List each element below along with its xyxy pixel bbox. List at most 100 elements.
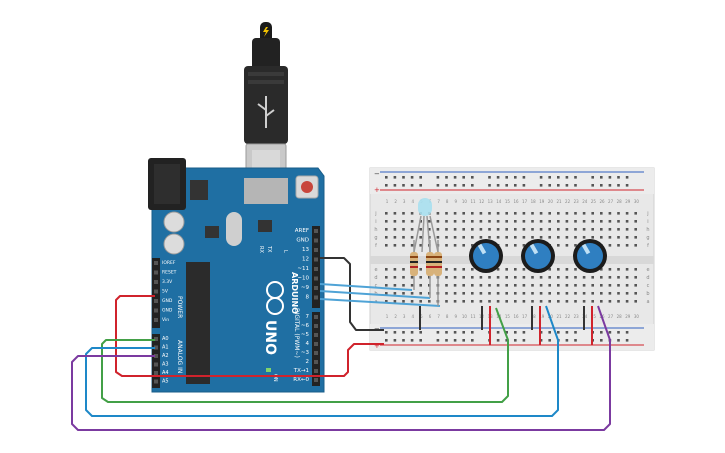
breadboard-hole[interactable] xyxy=(539,284,543,287)
breadboard-hole[interactable] xyxy=(385,331,388,334)
breadboard-hole[interactable] xyxy=(393,268,397,271)
breadboard-hole[interactable] xyxy=(479,228,483,231)
header-pin[interactable] xyxy=(314,257,318,262)
wire-signal-9[interactable] xyxy=(319,298,441,307)
header-pin[interactable] xyxy=(314,333,318,337)
breadboard-hole[interactable] xyxy=(496,268,500,271)
breadboard-hole[interactable] xyxy=(539,228,543,231)
breadboard-hole[interactable] xyxy=(634,212,637,215)
breadboard-hole[interactable] xyxy=(393,244,397,247)
breadboard-hole[interactable] xyxy=(393,339,397,342)
breadboard-hole[interactable] xyxy=(531,276,534,279)
breadboard-hole[interactable] xyxy=(488,276,491,279)
breadboard-hole[interactable] xyxy=(445,212,448,215)
breadboard-hole[interactable] xyxy=(514,300,517,303)
breadboard-hole[interactable] xyxy=(539,236,543,239)
breadboard-hole[interactable] xyxy=(479,284,483,287)
breadboard-hole[interactable] xyxy=(496,300,500,303)
breadboard-hole[interactable] xyxy=(617,268,620,271)
breadboard-hole[interactable] xyxy=(522,220,526,223)
header-pin[interactable] xyxy=(314,295,318,300)
breadboard-hole[interactable] xyxy=(617,176,620,179)
breadboard-hole[interactable] xyxy=(514,236,517,239)
breadboard-hole[interactable] xyxy=(531,300,534,303)
arduino-board[interactable]: ARDUINO UNO DIGITAL (PWM~) POWER ANALOG … xyxy=(148,158,325,393)
breadboard-hole[interactable] xyxy=(479,220,483,223)
breadboard-hole[interactable] xyxy=(402,176,405,179)
header-pin[interactable] xyxy=(154,371,158,375)
breadboard-hole[interactable] xyxy=(565,228,569,231)
breadboard-hole[interactable] xyxy=(539,292,543,295)
breadboard-hole[interactable] xyxy=(582,228,586,231)
breadboard-hole[interactable] xyxy=(574,176,577,179)
breadboard-hole[interactable] xyxy=(410,184,414,187)
breadboard-hole[interactable] xyxy=(617,184,620,187)
breadboard-hole[interactable] xyxy=(419,236,422,239)
breadboard-hole[interactable] xyxy=(471,339,474,342)
breadboard-hole[interactable] xyxy=(505,300,508,303)
header-pin[interactable] xyxy=(314,229,318,233)
breadboard-hole[interactable] xyxy=(393,212,397,215)
breadboard-hole[interactable] xyxy=(565,184,569,187)
breadboard-hole[interactable] xyxy=(410,176,414,179)
breadboard-hole[interactable] xyxy=(600,276,603,279)
breadboard-hole[interactable] xyxy=(582,236,586,239)
breadboard-hole[interactable] xyxy=(522,331,526,334)
breadboard-hole[interactable] xyxy=(419,184,422,187)
breadboard-hole[interactable] xyxy=(514,244,517,247)
breadboard-hole[interactable] xyxy=(436,220,440,223)
breadboard-hole[interactable] xyxy=(634,220,637,223)
breadboard-hole[interactable] xyxy=(445,300,448,303)
breadboard-hole[interactable] xyxy=(557,268,560,271)
breadboard-hole[interactable] xyxy=(617,212,620,215)
breadboard-hole[interactable] xyxy=(617,236,620,239)
breadboard-hole[interactable] xyxy=(402,184,405,187)
breadboard-hole[interactable] xyxy=(505,184,508,187)
header-pin[interactable] xyxy=(154,354,158,358)
breadboard-hole[interactable] xyxy=(522,300,526,303)
breadboard-hole[interactable] xyxy=(453,184,457,187)
breadboard-hole[interactable] xyxy=(436,176,440,179)
breadboard-hole[interactable] xyxy=(393,176,397,179)
breadboard-hole[interactable] xyxy=(548,228,551,231)
breadboard-hole[interactable] xyxy=(514,292,517,295)
breadboard-hole[interactable] xyxy=(462,300,465,303)
breadboard-hole[interactable] xyxy=(531,228,534,231)
breadboard-hole[interactable] xyxy=(591,276,594,279)
breadboard-hole[interactable] xyxy=(471,276,474,279)
breadboard-hole[interactable] xyxy=(539,276,543,279)
breadboard-hole[interactable] xyxy=(565,284,569,287)
header-pin[interactable] xyxy=(154,308,158,313)
breadboard-hole[interactable] xyxy=(462,268,465,271)
breadboard-hole[interactable] xyxy=(522,236,526,239)
breadboard-hole[interactable] xyxy=(514,268,517,271)
breadboard-hole[interactable] xyxy=(565,331,569,334)
breadboard-hole[interactable] xyxy=(565,300,569,303)
breadboard-hole[interactable] xyxy=(557,220,560,223)
breadboard-hole[interactable] xyxy=(548,339,551,342)
header-pin[interactable] xyxy=(314,324,318,328)
breadboard-hole[interactable] xyxy=(410,244,414,247)
breadboard-hole[interactable] xyxy=(505,292,508,295)
breadboard-hole[interactable] xyxy=(393,292,397,295)
breadboard-hole[interactable] xyxy=(385,268,388,271)
potentiometer-3[interactable] xyxy=(573,239,607,273)
breadboard-hole[interactable] xyxy=(419,276,422,279)
breadboard-hole[interactable] xyxy=(522,339,526,342)
breadboard-hole[interactable] xyxy=(496,184,500,187)
breadboard-hole[interactable] xyxy=(471,292,474,295)
breadboard-hole[interactable] xyxy=(557,236,560,239)
potentiometers[interactable] xyxy=(469,239,607,273)
breadboard-hole[interactable] xyxy=(488,236,491,239)
breadboard-hole[interactable] xyxy=(514,228,517,231)
breadboard-hole[interactable] xyxy=(600,268,603,271)
breadboard-holes[interactable] xyxy=(385,176,637,342)
breadboard-hole[interactable] xyxy=(514,331,517,334)
breadboard-hole[interactable] xyxy=(445,331,448,334)
breadboard-hole[interactable] xyxy=(548,292,551,295)
wire-purple-a2[interactable] xyxy=(71,305,611,431)
breadboard-hole[interactable] xyxy=(410,228,414,231)
breadboard-hole[interactable] xyxy=(591,176,594,179)
breadboard-hole[interactable] xyxy=(574,292,577,295)
breadboard-hole[interactable] xyxy=(445,268,448,271)
